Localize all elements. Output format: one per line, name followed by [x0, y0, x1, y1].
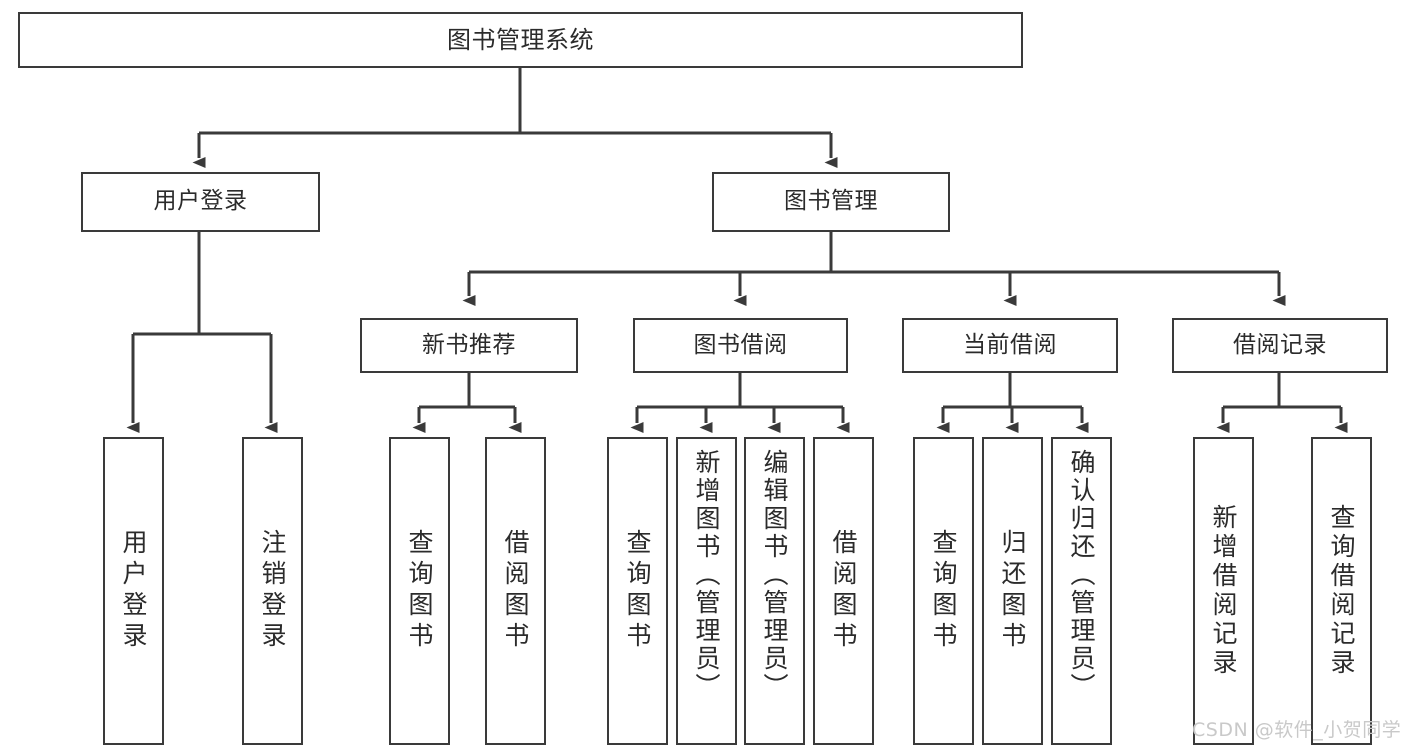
node-label: 图书管理 [784, 188, 878, 215]
node-label: 查询图书 [623, 529, 652, 653]
leaf-new-book-borrow[interactable]: 借阅图书 [485, 437, 546, 745]
leaf-borrow-record-add[interactable]: 新增借阅记录 [1193, 437, 1254, 745]
node-root-system[interactable]: 图书管理系统 [18, 12, 1023, 68]
node-current-borrow[interactable]: 当前借阅 [902, 318, 1118, 373]
node-label: 借阅记录 [1233, 331, 1327, 358]
leaf-book-borrow-borrow[interactable]: 借阅图书 [813, 437, 874, 745]
node-label: 图书借阅 [693, 331, 788, 358]
leaf-user-login-login[interactable]: 用户登录 [103, 437, 164, 745]
leaf-current-borrow-confirm-return[interactable]: 确认归还（管理员） [1051, 437, 1112, 745]
leaf-current-borrow-query[interactable]: 查询图书 [913, 437, 974, 745]
csdn-watermark: CSDN @软件_小贺同学 [1192, 719, 1402, 741]
node-new-book-recommend[interactable]: 新书推荐 [360, 318, 578, 373]
node-label: 新增图书（管理员） [692, 449, 721, 701]
node-label: 查询图书 [405, 529, 434, 653]
leaf-new-book-query[interactable]: 查询图书 [389, 437, 450, 745]
node-label: 归还图书 [998, 529, 1027, 653]
node-label: 新书推荐 [422, 331, 516, 358]
leaf-book-borrow-query[interactable]: 查询图书 [607, 437, 668, 745]
node-borrow-record[interactable]: 借阅记录 [1172, 318, 1388, 373]
node-label: 确认归还（管理员） [1067, 449, 1096, 701]
node-label: 注销登录 [258, 529, 287, 653]
node-label: 新增借阅记录 [1209, 504, 1238, 678]
node-label: 编辑图书（管理员） [760, 449, 789, 701]
leaf-user-login-logout[interactable]: 注销登录 [242, 437, 303, 745]
leaf-book-borrow-edit[interactable]: 编辑图书（管理员） [744, 437, 805, 745]
node-book-management[interactable]: 图书管理 [712, 172, 950, 232]
leaf-book-borrow-add[interactable]: 新增图书（管理员） [676, 437, 737, 745]
node-label: 查询借阅记录 [1327, 504, 1356, 678]
node-user-login[interactable]: 用户登录 [81, 172, 320, 232]
node-label: 用户登录 [153, 188, 248, 215]
node-label: 查询图书 [929, 529, 958, 653]
node-label: 借阅图书 [501, 529, 530, 653]
node-label: 用户登录 [119, 529, 148, 653]
node-book-borrow[interactable]: 图书借阅 [633, 318, 848, 373]
node-label: 图书管理系统 [447, 25, 594, 54]
leaf-current-borrow-return[interactable]: 归还图书 [982, 437, 1043, 745]
node-label: 借阅图书 [829, 529, 858, 653]
node-label: 当前借阅 [963, 331, 1057, 358]
leaf-borrow-record-query[interactable]: 查询借阅记录 [1311, 437, 1372, 745]
